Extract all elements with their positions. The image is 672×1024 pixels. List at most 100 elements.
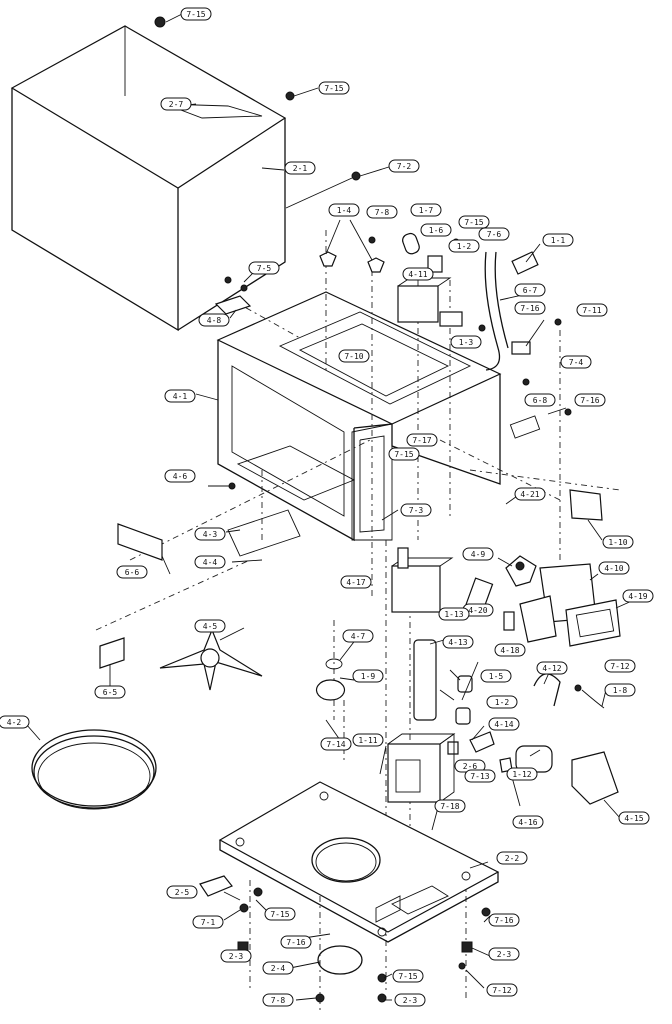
part-label-4-21: 4-21 [514, 487, 546, 501]
part-label-text: 4-16 [518, 818, 537, 827]
part-label-text: 7-15 [464, 218, 483, 227]
part-label-text: 7-5 [257, 264, 272, 273]
part-label-text: 4-10 [604, 564, 623, 573]
part-label-text: 4-19 [628, 592, 647, 601]
part-label-text: 1-2 [457, 242, 472, 251]
part-label-4-1: 4-1 [164, 389, 196, 403]
part-label-text: 1-12 [512, 770, 531, 779]
part-label-bubble [604, 659, 636, 673]
part-label-bubble [164, 389, 196, 403]
part-label-2-2: 2-2 [496, 851, 528, 865]
part-label-text: 2-3 [497, 950, 512, 959]
part-label-bubble [488, 947, 520, 961]
part-label-1-2-a: 1-2 [448, 239, 480, 253]
top-components [228, 232, 572, 490]
part-label-bubble [494, 643, 526, 657]
part-label-2-7: 2-7 [160, 97, 192, 111]
part-label-bubble [542, 233, 574, 247]
part-label-text: 7-15 [394, 450, 413, 459]
part-label-4-20: 4-20 [462, 603, 494, 617]
part-label-7-2: 7-2 [388, 159, 420, 173]
part-label-bubble [342, 629, 374, 643]
part-label-2-3-c: 2-3 [394, 993, 426, 1007]
part-label-text: 4-11 [408, 270, 427, 279]
middle-components [315, 489, 621, 805]
part-label-bubble [400, 503, 432, 517]
part-label-text: 1-9 [361, 672, 376, 681]
part-label-text: 1-13 [444, 610, 463, 619]
part-label-text: 2-1 [293, 164, 308, 173]
part-label-text: 4-8 [207, 316, 222, 325]
part-label-7-16-d: 7-16 [488, 913, 520, 927]
part-label-bubble [280, 935, 312, 949]
base-plate [218, 781, 500, 943]
part-label-text: 7-16 [520, 304, 539, 313]
oven-chassis [216, 291, 502, 542]
part-label-bubble [450, 335, 482, 349]
part-label-bubble [262, 993, 294, 1007]
part-label-6-8: 6-8 [524, 393, 556, 407]
part-label-bubble [598, 561, 630, 575]
part-label-bubble [486, 695, 518, 709]
part-label-4-8: 4-8 [198, 313, 230, 327]
part-label-7-16-b: 7-16 [574, 393, 606, 407]
part-label-bubble [602, 535, 634, 549]
part-label-bubble [264, 907, 296, 921]
part-label-bubble [394, 993, 426, 1007]
part-label-2-5: 2-5 [166, 885, 198, 899]
part-label-text: 4-9 [471, 550, 486, 559]
part-label-text: 4-3 [203, 530, 218, 539]
part-label-text: 4-15 [624, 814, 643, 823]
part-label-text: 4-13 [448, 638, 467, 647]
turntable-parts [31, 628, 263, 810]
part-label-bubble [438, 607, 470, 621]
part-label-4-14: 4-14 [488, 717, 520, 731]
part-label-text: 1-2 [495, 698, 510, 707]
part-label-text: 4-21 [520, 490, 539, 499]
part-label-bubble [524, 393, 556, 407]
part-label-bubble [462, 547, 494, 561]
part-label-text: 7-6 [487, 230, 502, 239]
part-label-text: 7-3 [409, 506, 424, 515]
part-label-4-4: 4-4 [194, 555, 226, 569]
part-label-text: 7-12 [610, 662, 629, 671]
part-label-bubble [536, 661, 568, 675]
left-parts [99, 276, 252, 669]
part-label-text: 7-17 [412, 436, 431, 445]
part-label-bubble [458, 215, 490, 229]
part-label-2-4: 2-4 [262, 961, 294, 975]
part-label-4-2: 4-2 [0, 715, 30, 729]
part-label-bubble [320, 737, 352, 751]
part-label-1-1: 1-1 [542, 233, 574, 247]
part-label-text: 7-15 [186, 10, 205, 19]
part-label-4-15: 4-15 [618, 811, 650, 825]
part-label-bubble [406, 433, 438, 447]
part-label-bubble [366, 205, 398, 219]
part-label-bubble [496, 851, 528, 865]
part-label-7-8-b: 7-8 [262, 993, 294, 1007]
base-fasteners [199, 875, 491, 1003]
part-label-4-18: 4-18 [494, 643, 526, 657]
part-label-4-11: 4-11 [402, 267, 434, 281]
part-label-bubble [192, 915, 224, 929]
part-label-1-10: 1-10 [602, 535, 634, 549]
part-label-2-3-b: 2-3 [488, 947, 520, 961]
part-label-text: 7-15 [398, 972, 417, 981]
part-label-text: 1-1 [551, 236, 566, 245]
part-label-text: 4-17 [346, 578, 365, 587]
part-label-4-6: 4-6 [164, 469, 196, 483]
part-label-text: 4-5 [203, 622, 218, 631]
part-label-bubble [164, 469, 196, 483]
part-label-bubble [410, 203, 442, 217]
part-label-bubble [604, 683, 636, 697]
part-label-text: 2-3 [403, 996, 418, 1005]
part-label-7-4: 7-4 [560, 355, 592, 369]
part-label-bubble [352, 669, 384, 683]
part-label-bubble [352, 733, 384, 747]
part-label-text: 1-3 [459, 338, 474, 347]
part-label-1-13: 1-13 [438, 607, 470, 621]
part-label-bubble [576, 303, 608, 317]
part-label-4-12: 4-12 [536, 661, 568, 675]
part-label-7-15-a: 7-15 [180, 7, 212, 21]
part-label-bubble [448, 239, 480, 253]
